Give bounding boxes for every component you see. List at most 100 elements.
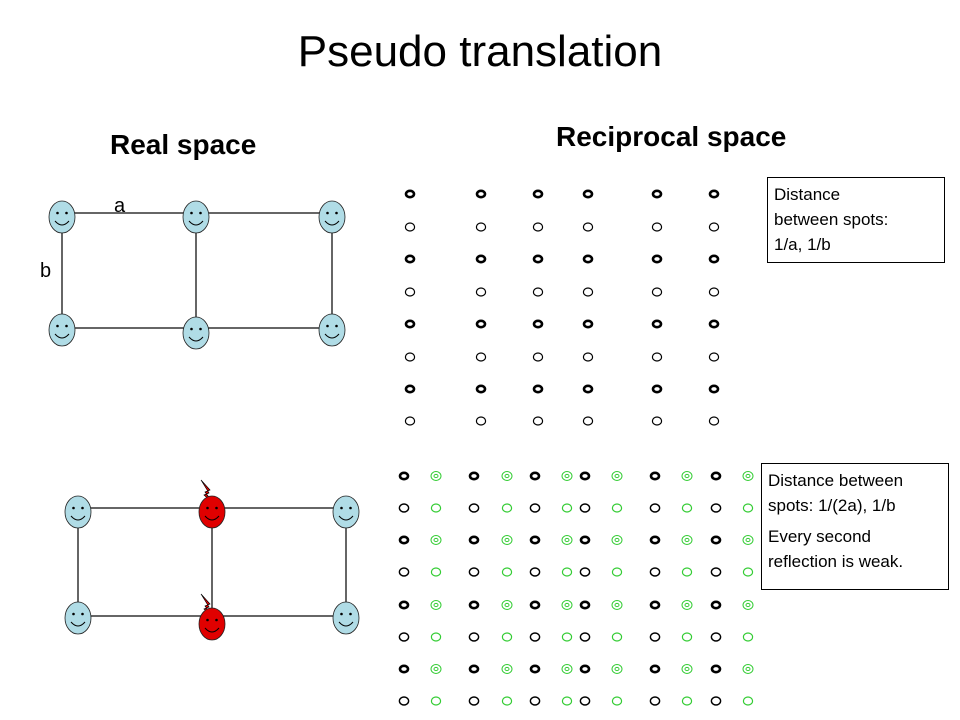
green-spot [433,602,439,608]
weak-spot [468,567,480,577]
strong-spot [398,664,410,674]
strong-spot [398,535,410,545]
note-line: Every second [768,527,871,546]
green-spot [564,666,570,672]
strong-spot [529,600,541,610]
green-spot [614,473,620,479]
weak-spot [649,503,661,513]
weak-spot [468,696,480,706]
green-spot [561,696,573,706]
green-spot [681,503,693,513]
green-spot [561,664,573,674]
strong-spot [468,535,480,545]
strong-spot [532,254,544,264]
strong-spot [404,384,416,394]
smiley-face-icon [318,313,346,347]
strong-spot [404,319,416,329]
weak-spot [649,632,661,642]
weak-spot [579,567,591,577]
strong-spot [529,664,541,674]
note-distance-top: Distance between spots: 1/a, 1/b [767,177,945,263]
weak-spot [708,222,720,232]
green-spot [433,473,439,479]
note-line: Distance between [768,471,904,490]
weak-spot [651,222,663,232]
strong-spot [651,254,663,264]
weak-spot [579,632,591,642]
weak-spot [708,416,720,426]
green-spot [430,632,442,642]
green-spot [681,632,693,642]
strong-spot [468,664,480,674]
green-spot [501,471,513,481]
strong-spot [651,189,663,199]
note-line: spots: 1/(2a), 1/b [768,496,896,515]
reciprocal-spots-bottom [398,471,754,706]
green-spot [684,602,690,608]
green-spot [684,666,690,672]
weak-spot [475,287,487,297]
green-spot [611,567,623,577]
strong-spot [708,319,720,329]
green-spot [745,537,751,543]
green-spot [681,600,693,610]
green-spot [742,503,754,513]
weak-spot [398,632,410,642]
green-spot [742,632,754,642]
strong-spot [651,384,663,394]
weak-spot [398,696,410,706]
strong-spot [475,319,487,329]
strong-spot [404,189,416,199]
weak-spot [708,287,720,297]
strong-spot [532,384,544,394]
green-spot [501,535,513,545]
strong-spot [529,535,541,545]
weak-spot [582,416,594,426]
weak-spot [529,567,541,577]
green-spot [561,600,573,610]
strong-spot [582,384,594,394]
strong-spot [708,254,720,264]
strong-spot [649,535,661,545]
reciprocal-space-heading: Reciprocal space [556,121,787,152]
green-spot [561,535,573,545]
weak-spot [651,416,663,426]
green-spot [611,503,623,513]
green-spot [611,696,623,706]
green-spot [611,535,623,545]
note-line: 1/a, 1/b [774,235,831,254]
strong-spot [582,189,594,199]
green-spot [501,632,513,642]
smiley-face-icon [182,200,210,234]
green-spot [681,664,693,674]
strong-spot [649,600,661,610]
green-spot [504,537,510,543]
green-spot [614,537,620,543]
strong-spot [529,471,541,481]
green-spot [614,602,620,608]
smiley-face-icon [182,316,210,350]
strong-spot [710,664,722,674]
lattice-label-a: a [114,195,126,217]
weak-spot [582,222,594,232]
strong-spot [398,471,410,481]
green-spot [681,471,693,481]
green-spot [504,602,510,608]
green-spot [504,666,510,672]
smiley-face-icon [64,495,92,529]
strong-spot [532,319,544,329]
weak-spot [651,287,663,297]
green-spot [742,567,754,577]
strong-spot [710,600,722,610]
note-line: reflection is weak. [768,552,904,571]
weak-spot [529,632,541,642]
green-spot [745,473,751,479]
strong-spot [710,471,722,481]
weak-spot [582,287,594,297]
strong-spot [582,319,594,329]
green-spot [684,537,690,543]
green-spot [684,473,690,479]
weak-spot [468,632,480,642]
weak-spot [529,503,541,513]
